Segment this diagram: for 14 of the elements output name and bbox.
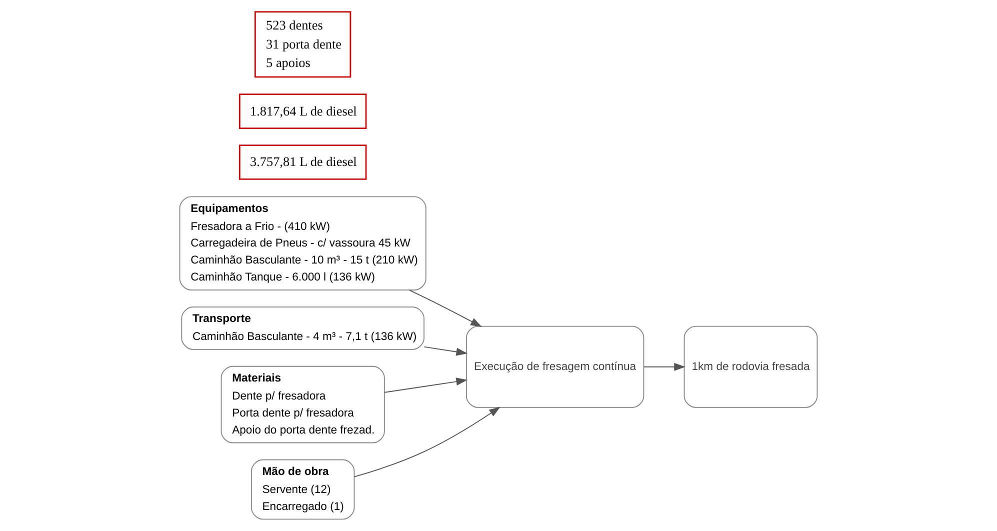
node-box: 1km de rodovia fresada: [684, 326, 818, 408]
node-box: 1.817,64 L de diesel: [238, 94, 367, 129]
node-box: 3.757,81 L de diesel: [238, 144, 367, 180]
node-box: Transporte Caminhão Basculante - 4 m³ - 7,1 t (136 kW): [181, 306, 424, 350]
node-box: Equipamentos Fresadora a Frio - (410 kW) Carregadeira de Pneus - c/ vassoura 45 kW Caminhão Basculante - 10 m³ - 15 t (210 kW) Caminhão Tanque - 6.000 l (136 kW): [179, 196, 426, 290]
arrow: [354, 406, 500, 478]
node-box: Execução de fresagem contínua: [466, 326, 644, 408]
arrow: [384, 378, 468, 393]
arrow: [409, 290, 482, 327]
node-box: 523 dentes 31 porta dente 5 apoios: [254, 11, 352, 78]
arrow: [643, 362, 686, 371]
node-box: Mão de obra Servente (12) Encarregado (1): [250, 459, 355, 520]
arrow: [424, 346, 468, 356]
node-box: Materiais Dente p/ fresadora Porta dente p/ fresadora Apoio do porta dente frezad.: [220, 366, 385, 444]
